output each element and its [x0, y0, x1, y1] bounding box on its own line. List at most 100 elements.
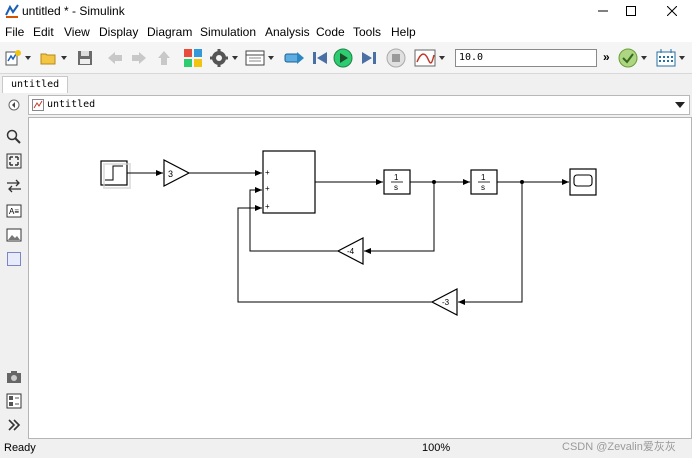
integrator-2-denominator: s — [481, 183, 485, 192]
stop-time-input[interactable]: 10.0 — [455, 49, 597, 67]
performance-icon — [656, 49, 676, 67]
watermark: CSDN @Zevalin爱灰灰 — [562, 441, 676, 453]
open-button[interactable] — [40, 48, 67, 68]
new-model-icon — [5, 50, 21, 66]
menu-edit[interactable]: Edit — [33, 25, 54, 39]
tab-strip: untitled — [0, 74, 692, 93]
model-canvas[interactable]: 3 + + + 1 s 1 s — [28, 117, 692, 454]
screenshot-icon[interactable] — [6, 369, 22, 385]
forward-icon — [132, 52, 146, 64]
minimize-button[interactable] — [580, 0, 626, 22]
step-block[interactable] — [100, 160, 131, 189]
diagram-palette: A≡ — [0, 117, 28, 439]
forward-button[interactable] — [130, 48, 148, 68]
maximize-button[interactable] — [608, 0, 654, 22]
new-model-button[interactable] — [4, 48, 31, 68]
browser-toggle-icon[interactable] — [6, 95, 22, 111]
settings-dropdown-icon[interactable] — [232, 56, 238, 60]
gain-minus-4-value: -4 — [347, 247, 355, 256]
integrator-block-1[interactable]: 1 s — [383, 169, 411, 195]
close-button[interactable] — [649, 0, 692, 22]
open-dropdown-icon[interactable] — [61, 56, 67, 60]
gain-3-value: 3 — [168, 169, 173, 179]
sum-sign-2: + — [265, 184, 270, 193]
model-path-box[interactable]: untitled — [28, 95, 690, 115]
integrator-block-2[interactable]: 1 s — [470, 169, 498, 195]
status-bar: Ready 100% — [0, 439, 692, 458]
up-button[interactable] — [155, 48, 173, 68]
menu-code[interactable]: Code — [316, 25, 345, 39]
model-advisor-button[interactable] — [618, 48, 647, 68]
inspector-dropdown-icon[interactable] — [439, 56, 445, 60]
area-icon[interactable] — [6, 251, 22, 267]
toolbar-overflow-button[interactable]: » — [603, 50, 610, 64]
advisor-dropdown-icon[interactable] — [641, 56, 647, 60]
stop-button[interactable] — [386, 48, 406, 68]
zoom-level: 100% — [422, 442, 451, 454]
model-explorer-button[interactable] — [245, 48, 274, 68]
integrator-1-numerator: 1 — [394, 173, 399, 182]
gain-block-3[interactable]: 3 — [163, 159, 191, 187]
model-settings-button[interactable] — [209, 48, 238, 68]
maximize-icon — [626, 6, 636, 16]
fit-view-icon[interactable] — [6, 153, 22, 169]
menu-simulation[interactable]: Simulation — [200, 25, 257, 39]
data-inspector-button[interactable] — [414, 48, 445, 68]
property-inspector-icon[interactable] — [6, 393, 22, 409]
run-icon — [333, 48, 353, 68]
signal-lines — [127, 170, 569, 305]
path-dropdown-icon[interactable] — [675, 102, 685, 108]
gain-block-minus-4[interactable]: -4 — [336, 237, 364, 265]
menu-file[interactable]: File — [5, 25, 25, 39]
title-bar: untitled * - Simulink — [0, 0, 692, 22]
step-forward-icon — [362, 52, 376, 64]
menu-help[interactable]: Help — [391, 25, 416, 39]
save-button[interactable] — [76, 48, 94, 68]
model-icon — [32, 99, 44, 111]
run-button[interactable] — [333, 48, 353, 68]
route-lines-icon[interactable] — [6, 178, 22, 194]
close-icon — [667, 6, 677, 16]
menu-analysis[interactable]: Analysis — [265, 25, 310, 39]
zoom-icon[interactable] — [6, 129, 22, 145]
save-icon — [78, 51, 92, 65]
performance-dropdown-icon[interactable] — [679, 56, 685, 60]
stop-icon — [386, 48, 406, 68]
hide-browser-icon[interactable] — [8, 99, 20, 111]
library-browser-button[interactable] — [183, 48, 203, 68]
image-icon[interactable] — [6, 227, 22, 243]
open-icon — [40, 53, 56, 65]
simulink-app-icon — [5, 4, 19, 18]
menu-diagram[interactable]: Diagram — [147, 25, 193, 39]
sum-sign-3: + — [265, 202, 270, 211]
integrator-1-denominator: s — [394, 183, 398, 192]
menu-display[interactable]: Display — [99, 25, 139, 39]
explorer-dropdown-icon[interactable] — [268, 56, 274, 60]
back-button[interactable] — [106, 48, 124, 68]
data-inspector-icon — [414, 49, 436, 67]
menu-view[interactable]: View — [64, 25, 90, 39]
performance-button[interactable] — [656, 48, 685, 68]
model-explorer-icon — [245, 50, 265, 66]
gain-block-minus-3[interactable]: -3 — [430, 288, 458, 316]
step-back-button[interactable] — [311, 48, 329, 68]
scope-block[interactable] — [569, 168, 597, 196]
model-settings-icon — [210, 49, 228, 67]
menu-tools[interactable]: Tools — [353, 25, 382, 39]
sum-block[interactable]: + + + — [262, 150, 316, 214]
branch-point-2 — [520, 180, 524, 184]
model-path: untitled — [47, 99, 96, 110]
step-forward-button[interactable] — [360, 48, 378, 68]
model-advisor-icon — [618, 48, 638, 68]
build-icon — [284, 52, 304, 64]
tab-untitled[interactable]: untitled — [2, 76, 69, 93]
back-icon — [108, 52, 122, 64]
svg-text:A≡: A≡ — [9, 207, 19, 216]
annotation-icon[interactable]: A≡ — [6, 203, 22, 219]
status-text: Ready — [4, 442, 36, 454]
build-button[interactable] — [283, 48, 305, 68]
gain-minus-3-value: -3 — [442, 298, 450, 307]
new-dropdown-icon[interactable] — [25, 56, 31, 60]
expand-icon[interactable] — [6, 417, 22, 433]
